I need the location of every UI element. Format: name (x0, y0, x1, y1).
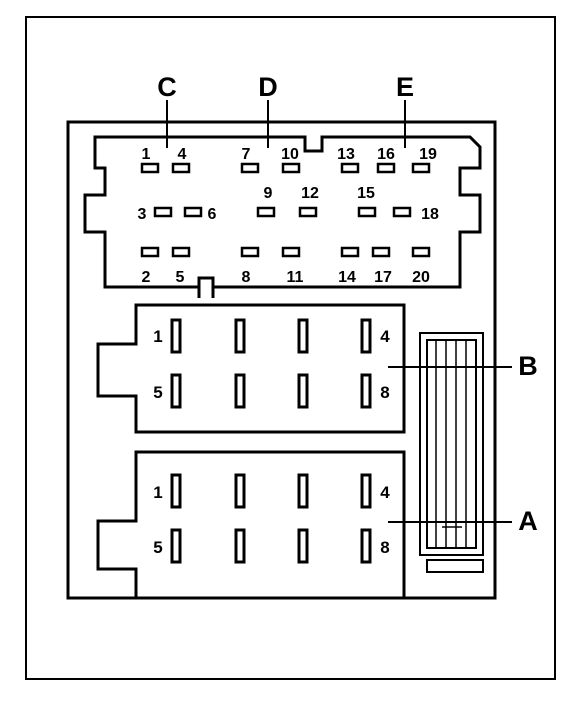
pin (281, 162, 301, 174)
pin (371, 246, 391, 258)
pin-row-2 (153, 206, 412, 218)
pin-label: 4 (380, 327, 390, 346)
pin-row-1 (140, 162, 431, 174)
pin (392, 206, 412, 218)
pin (297, 318, 309, 354)
pin-label: 7 (242, 146, 251, 163)
pin-label: 15 (357, 185, 375, 202)
pin-label: 1 (153, 327, 162, 346)
pin-label: 20 (412, 269, 430, 286)
connector-a-pins (170, 473, 372, 564)
pin (340, 162, 360, 174)
outer-frame (25, 16, 556, 680)
pin-label: 3 (138, 206, 147, 223)
label-b: B (518, 351, 538, 381)
pin (376, 162, 396, 174)
pin (240, 162, 260, 174)
pin-label: 5 (176, 269, 185, 286)
pin-label: 17 (374, 269, 392, 286)
pin (281, 246, 301, 258)
pin-label: 1 (142, 146, 151, 163)
pin (183, 206, 203, 218)
pin (360, 473, 372, 509)
latch-outer (419, 332, 484, 556)
label-e: E (396, 72, 414, 102)
pin-label: 12 (301, 185, 319, 202)
pin-label: 5 (153, 383, 162, 402)
pin (297, 373, 309, 409)
pin-label: 18 (421, 206, 439, 223)
pin (234, 528, 246, 564)
label-d: D (258, 72, 278, 102)
pin-label: 8 (380, 383, 389, 402)
connector-b-outline (96, 303, 406, 434)
pin (170, 528, 182, 564)
pin (170, 373, 182, 409)
pin-label: 14 (338, 269, 356, 286)
pin-label: 13 (337, 146, 355, 163)
pin-label: 4 (178, 146, 187, 163)
pin-label: 11 (287, 269, 304, 286)
pin-label: 5 (153, 538, 162, 557)
label-a: A (518, 506, 538, 536)
pin-label: 8 (242, 269, 251, 286)
latch-tab (426, 559, 484, 573)
pin-label: 2 (142, 269, 151, 286)
pin (153, 206, 173, 218)
pin-label: 19 (419, 146, 437, 163)
pin (297, 528, 309, 564)
pin-label: 4 (380, 483, 390, 502)
pin-label: 8 (380, 538, 389, 557)
pin (357, 206, 377, 218)
pin (360, 373, 372, 409)
pin (234, 318, 246, 354)
top-connector-outline (83, 135, 482, 289)
latch-slider (419, 332, 484, 573)
pin (234, 473, 246, 509)
pin-label: 1 (153, 483, 162, 502)
pin (298, 206, 318, 218)
pin-label: 9 (264, 185, 273, 202)
connector-b-pins (170, 318, 372, 409)
pin (240, 246, 260, 258)
pin-row-3 (140, 246, 431, 258)
pin (297, 473, 309, 509)
pin (171, 246, 191, 258)
connector-a-outline (96, 450, 406, 600)
pin-label: 16 (377, 146, 395, 163)
pin (140, 162, 160, 174)
pin (411, 162, 431, 174)
pin (140, 246, 160, 258)
pin (170, 318, 182, 354)
pin (340, 246, 360, 258)
label-c: C (157, 72, 177, 102)
pin (360, 318, 372, 354)
pin (411, 246, 431, 258)
pin-label: 10 (281, 146, 299, 163)
pin (234, 373, 246, 409)
pin (171, 162, 191, 174)
pin (170, 473, 182, 509)
connector-housing (66, 120, 497, 600)
pin (256, 206, 276, 218)
pin-label: 6 (208, 206, 217, 223)
pin (360, 528, 372, 564)
latch-inner (426, 339, 477, 549)
